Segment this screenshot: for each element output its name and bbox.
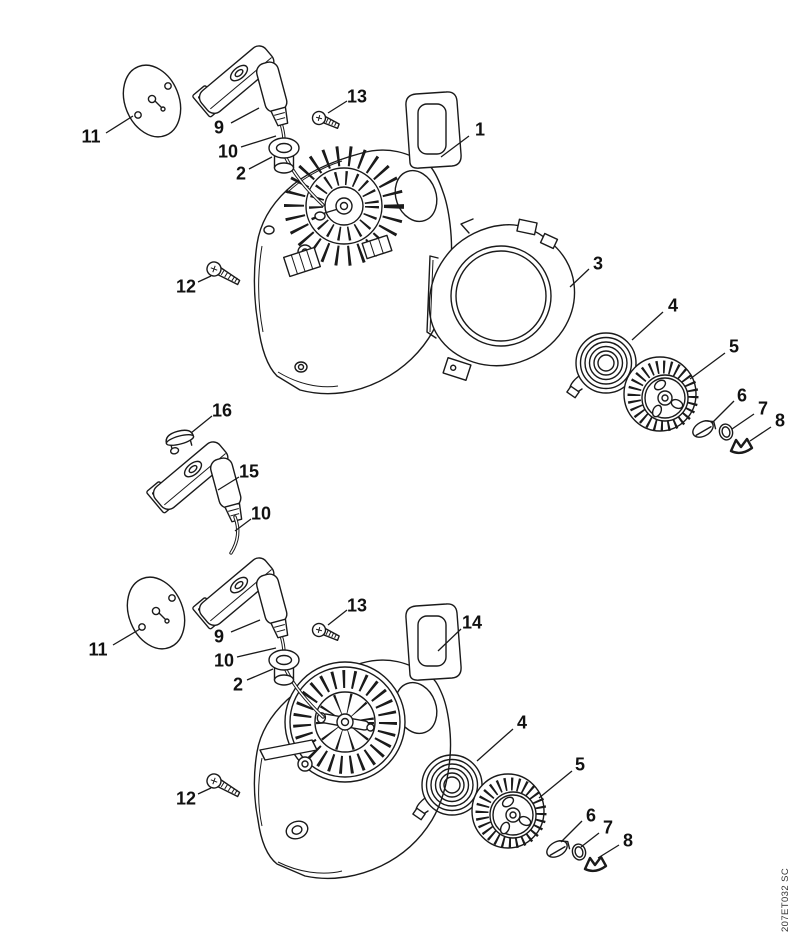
part-number-11-bottom: 11 [88, 639, 108, 660]
pawl-6-top-drawing [689, 415, 719, 442]
part-number-12-bottom: 12 [175, 788, 197, 809]
part-number-6-top: 6 [736, 385, 748, 406]
grommet-2-bottom-drawing [268, 649, 300, 686]
cover-disc-11-top-drawing [112, 55, 192, 147]
part-number-11-top: 11 [81, 126, 101, 147]
part-number-10-mid: 10 [250, 503, 272, 524]
part-number-3: 3 [592, 253, 604, 274]
starter-housing-1-drawing [253, 91, 462, 395]
part-number-13-top: 13 [346, 86, 368, 107]
part-number-16: 16 [211, 400, 233, 421]
washer-7-bottom-drawing [569, 841, 589, 863]
part-number-12-top: 12 [175, 276, 197, 297]
part-number-15: 15 [238, 461, 260, 482]
screw-12-top-drawing [204, 259, 244, 286]
pawl-6-bottom-drawing [543, 835, 573, 862]
part-number-10-bottom: 10 [213, 650, 235, 671]
part-number-2-bottom: 2 [232, 674, 244, 695]
screw-13-bottom-drawing [310, 621, 342, 643]
part-number-10-top: 10 [217, 141, 239, 162]
part-number-14: 14 [461, 612, 483, 633]
part-number-8-top: 8 [774, 410, 786, 431]
part-number-9-bottom: 9 [213, 626, 225, 647]
screw-12-bottom-drawing [204, 771, 244, 798]
part-number-9-top: 9 [213, 117, 225, 138]
diagram-code: 207ET032 SC [780, 867, 791, 932]
part-number-1: 1 [474, 119, 486, 140]
grommet-2-top-drawing [268, 137, 300, 174]
part-number-7-top: 7 [757, 398, 769, 419]
cover-disc-11-bottom-drawing [116, 567, 196, 659]
clip-8-bottom-drawing [583, 855, 608, 873]
screw-13-top-drawing [310, 109, 342, 131]
part-number-8-bottom: 8 [622, 830, 634, 851]
clip-8-top-drawing [729, 437, 754, 455]
fan-cover-3-drawing [426, 218, 576, 382]
part-number-4-bottom: 4 [516, 712, 528, 733]
leader-lines [105, 100, 772, 859]
rope-rotor-5-bottom-drawing [472, 774, 544, 848]
cap-16-drawing [165, 429, 195, 455]
part-number-2-top: 2 [235, 163, 247, 184]
part-number-5-bottom: 5 [574, 754, 586, 775]
part-number-6-bottom: 6 [585, 805, 597, 826]
starter-housing-14-drawing [253, 603, 462, 880]
part-number-5-top: 5 [728, 336, 740, 357]
rope-rotor-5-top-drawing [624, 357, 696, 431]
part-number-4-top: 4 [667, 295, 679, 316]
part-number-7-bottom: 7 [602, 817, 614, 838]
washer-7-top-drawing [716, 421, 736, 443]
starter-grip-9-top-drawing [191, 41, 294, 129]
starter-grip-15-drawing [145, 437, 248, 525]
part-number-13-bottom: 13 [346, 595, 368, 616]
